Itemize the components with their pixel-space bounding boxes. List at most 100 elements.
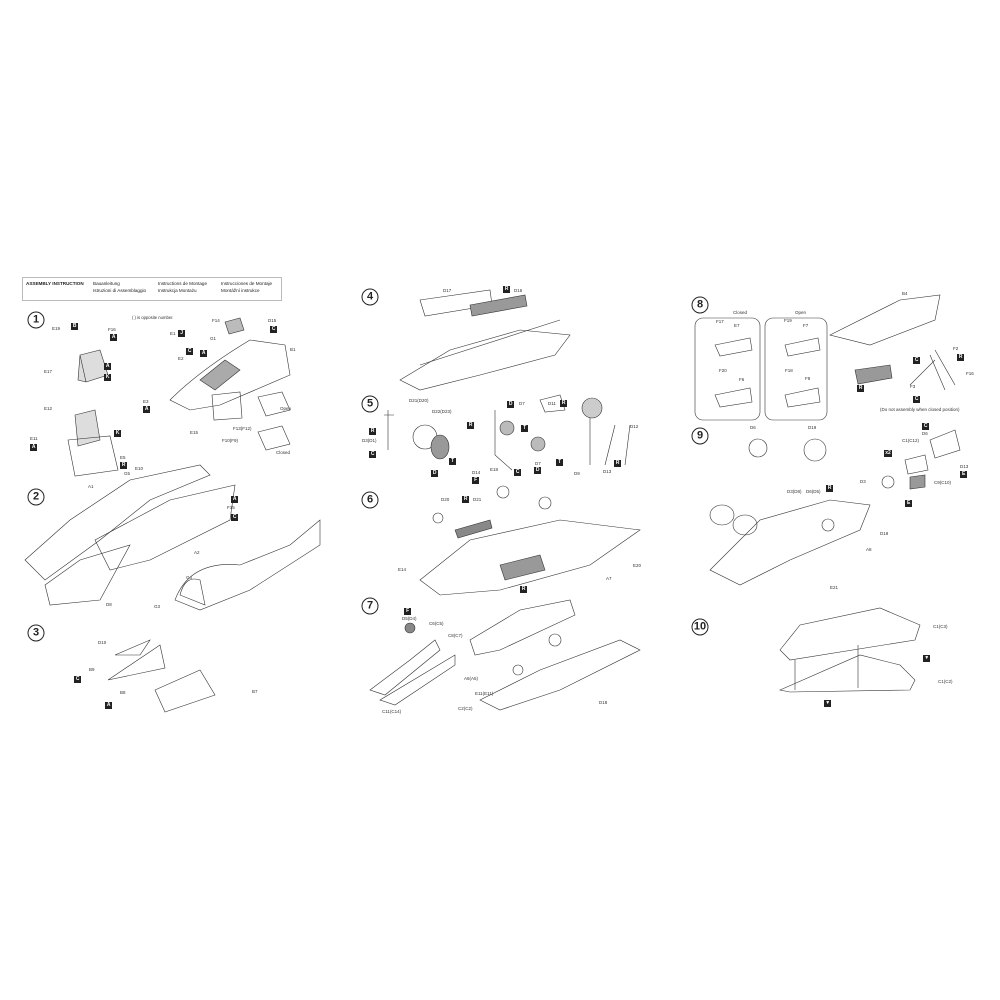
paint-code-badge: A: [105, 702, 113, 709]
part-label: D16: [514, 288, 523, 293]
paint-code-badge: D: [431, 470, 439, 477]
step-number-2: 2: [27, 488, 45, 506]
part-label: F7: [803, 323, 809, 328]
part-label: E15: [190, 430, 199, 435]
paint-code-badge: R: [369, 428, 377, 435]
step-8-drawing: [694, 294, 956, 421]
part-label: E18: [490, 467, 499, 472]
paint-code-badge: K: [104, 374, 112, 381]
header-lang: Istruzioni di Assemblaggio: [93, 288, 147, 293]
part-label: (Do not assembly when closed position): [880, 407, 960, 412]
paint-code-badge: D: [534, 467, 542, 474]
part-label: A1: [88, 484, 94, 489]
part-label: F14: [212, 318, 220, 323]
part-label: E19: [52, 326, 61, 331]
part-label: B9: [89, 667, 95, 672]
paint-code-badge: J: [178, 330, 186, 337]
part-label: B4: [902, 291, 908, 296]
part-label: F2: [953, 346, 959, 351]
part-label: D19: [808, 425, 817, 430]
paint-code-badge: R: [857, 385, 865, 392]
step-number-3: 3: [27, 624, 45, 642]
step-number-4: 4: [361, 288, 379, 306]
part-label: F13(F12): [233, 426, 252, 431]
part-label: C9(C10): [934, 480, 952, 485]
step-6-drawing: [419, 485, 641, 596]
part-label: E12: [44, 406, 53, 411]
part-label: C11(C14): [382, 709, 402, 714]
part-label: F19: [784, 318, 792, 323]
part-label: Closed: [276, 450, 291, 455]
part-label: D9: [574, 471, 580, 476]
header-lang: Montážní instrukce: [221, 288, 260, 293]
drill-hole-icon: ▼: [923, 655, 931, 662]
paint-code-badge: R: [826, 485, 834, 492]
part-label: C1(C2): [938, 679, 953, 684]
paint-code-badge: C: [369, 451, 377, 458]
part-label: B1: [290, 347, 296, 352]
paint-code-badge: A: [104, 363, 112, 370]
paint-code-badge: R: [462, 496, 470, 503]
part-label: E11(E11): [475, 691, 494, 696]
part-label: F10(F9): [222, 438, 239, 443]
paint-code-badge: E: [960, 471, 968, 478]
step-5-drawing: [384, 394, 631, 471]
step-number-8: 8: [691, 296, 709, 314]
part-label: E21: [830, 585, 839, 590]
paint-code-badge: K: [114, 430, 122, 437]
paint-code-badge: C: [913, 357, 921, 364]
part-label: G4: [186, 575, 193, 580]
part-label: E3: [143, 399, 149, 404]
step-9-drawing: [709, 429, 961, 586]
header-lang: Bauanleitung: [93, 281, 120, 286]
part-label: D18: [880, 531, 889, 536]
part-label: D15: [268, 318, 277, 323]
paint-code-badge: F: [472, 477, 480, 484]
part-label: E10: [135, 466, 144, 471]
paint-code-badge: T: [556, 459, 564, 466]
paint-code-badge: x2: [884, 450, 892, 457]
paint-code-badge: F: [404, 608, 412, 615]
paint-code-badge: C: [922, 423, 930, 430]
part-label: D6(D5): [806, 489, 821, 494]
paint-code-badge: A: [143, 406, 151, 413]
part-label: D17: [443, 288, 452, 293]
part-label: C1(C12): [902, 438, 920, 443]
part-label: D3: [860, 479, 866, 484]
paint-code-badge: C: [270, 326, 278, 333]
part-label: D10: [98, 640, 107, 645]
paint-code-badge: B: [71, 323, 79, 330]
paint-code-badge: R: [120, 462, 128, 469]
part-label: B8: [120, 690, 126, 695]
part-label: E17: [44, 369, 53, 374]
part-label: F18: [785, 368, 793, 373]
header-lang: Instructions de Montage: [158, 281, 208, 286]
part-label: G1: [210, 336, 217, 341]
part-label: Open: [795, 310, 807, 315]
step-1-drawing: [67, 317, 291, 477]
paint-code-badge: A: [200, 350, 208, 357]
part-label: C6(C5): [429, 621, 444, 626]
opposite-number-note: ( ) is opposite number.: [132, 315, 174, 320]
header-box: ASSEMBLY INSTRUCTION Bauanleitung Istruz…: [22, 277, 282, 301]
paint-code-badge: A: [110, 334, 118, 341]
paint-code-badge: E: [905, 500, 913, 507]
part-label: A2: [194, 550, 200, 555]
part-label: D6: [750, 425, 756, 430]
part-label: C1(C3): [933, 624, 948, 629]
part-label: A8: [866, 547, 872, 552]
paint-code-badge: D: [507, 401, 515, 408]
paint-code-badge: C: [913, 396, 921, 403]
header-lang: Instrukcja Montażu: [158, 288, 197, 293]
paint-code-badge: C: [186, 348, 194, 355]
part-label: D20: [441, 497, 450, 502]
paint-code-badge: A: [231, 496, 239, 503]
part-label: D3(D8): [787, 489, 802, 494]
part-label: D21(D20): [409, 398, 429, 403]
part-label: E7: [734, 323, 740, 328]
part-label: F6: [739, 377, 745, 382]
part-label: Closed: [733, 310, 748, 315]
header-title: ASSEMBLY INSTRUCTION: [26, 281, 84, 286]
part-label: C2(C2): [458, 706, 473, 711]
